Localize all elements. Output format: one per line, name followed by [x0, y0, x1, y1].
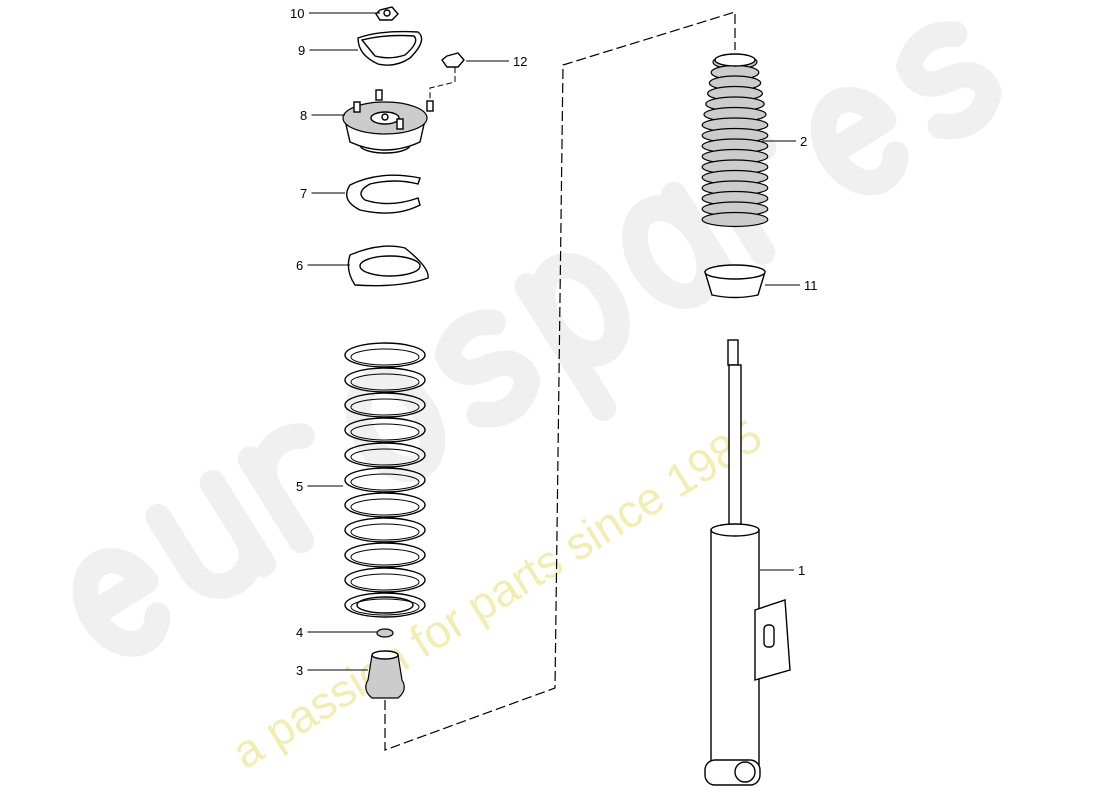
cover-cap: [357, 30, 423, 66]
watermark-brand-logo: [72, 21, 1002, 657]
coil-spring: [344, 342, 426, 618]
callout-label: 5: [296, 479, 303, 494]
callout-7: 7: [300, 186, 345, 201]
callout-label: 9: [298, 43, 305, 58]
watermark-letter: [434, 309, 541, 428]
callout-11: 11: [765, 278, 818, 293]
retainer-clip: [704, 264, 766, 299]
watermark-letter: [810, 86, 909, 196]
callout-4: 4: [296, 625, 377, 640]
callout-6: 6: [296, 258, 350, 273]
watermark: a passion for parts since 1985: [72, 21, 1002, 778]
callout-label: 4: [296, 625, 303, 640]
watermark-letter: [896, 21, 1002, 140]
strut-mount: [342, 89, 434, 154]
watermark-letter: [514, 252, 630, 421]
callout-label: 1: [798, 563, 805, 578]
assembly-dashed-line: [384, 11, 736, 751]
callout-label: 6: [296, 258, 303, 273]
callout-label: 10: [290, 6, 304, 21]
callout-1: 1: [760, 563, 805, 578]
callout-12: 12: [466, 54, 527, 69]
washer: [376, 628, 394, 638]
callout-5: 5: [296, 479, 343, 494]
callout-label: 2: [800, 134, 807, 149]
watermark-tagline: a passion for parts since 1985: [223, 409, 771, 778]
callout-label: 3: [296, 663, 303, 678]
watermark-letter: [237, 423, 315, 554]
top-nut: [375, 6, 399, 21]
callout-label: 11: [804, 278, 818, 293]
protective-boot: [701, 53, 769, 228]
callout-label: 12: [513, 54, 527, 69]
callout-3: 3: [296, 663, 368, 678]
callout-9: 9: [298, 43, 358, 58]
callout-10: 10: [290, 6, 380, 21]
callout-8: 8: [300, 108, 345, 123]
lower-spring-seat: [347, 245, 429, 287]
bump-stop: [365, 650, 405, 699]
mount-nut: [429, 52, 465, 100]
watermark-letter: [145, 469, 277, 599]
watermark-letter: [72, 548, 171, 657]
callout-2: 2: [762, 134, 807, 149]
callout-label: 7: [300, 186, 307, 201]
spring-pad: [346, 174, 421, 214]
callout-label: 8: [300, 108, 307, 123]
watermark-letter: [345, 368, 446, 482]
shock-absorber: [704, 339, 791, 786]
